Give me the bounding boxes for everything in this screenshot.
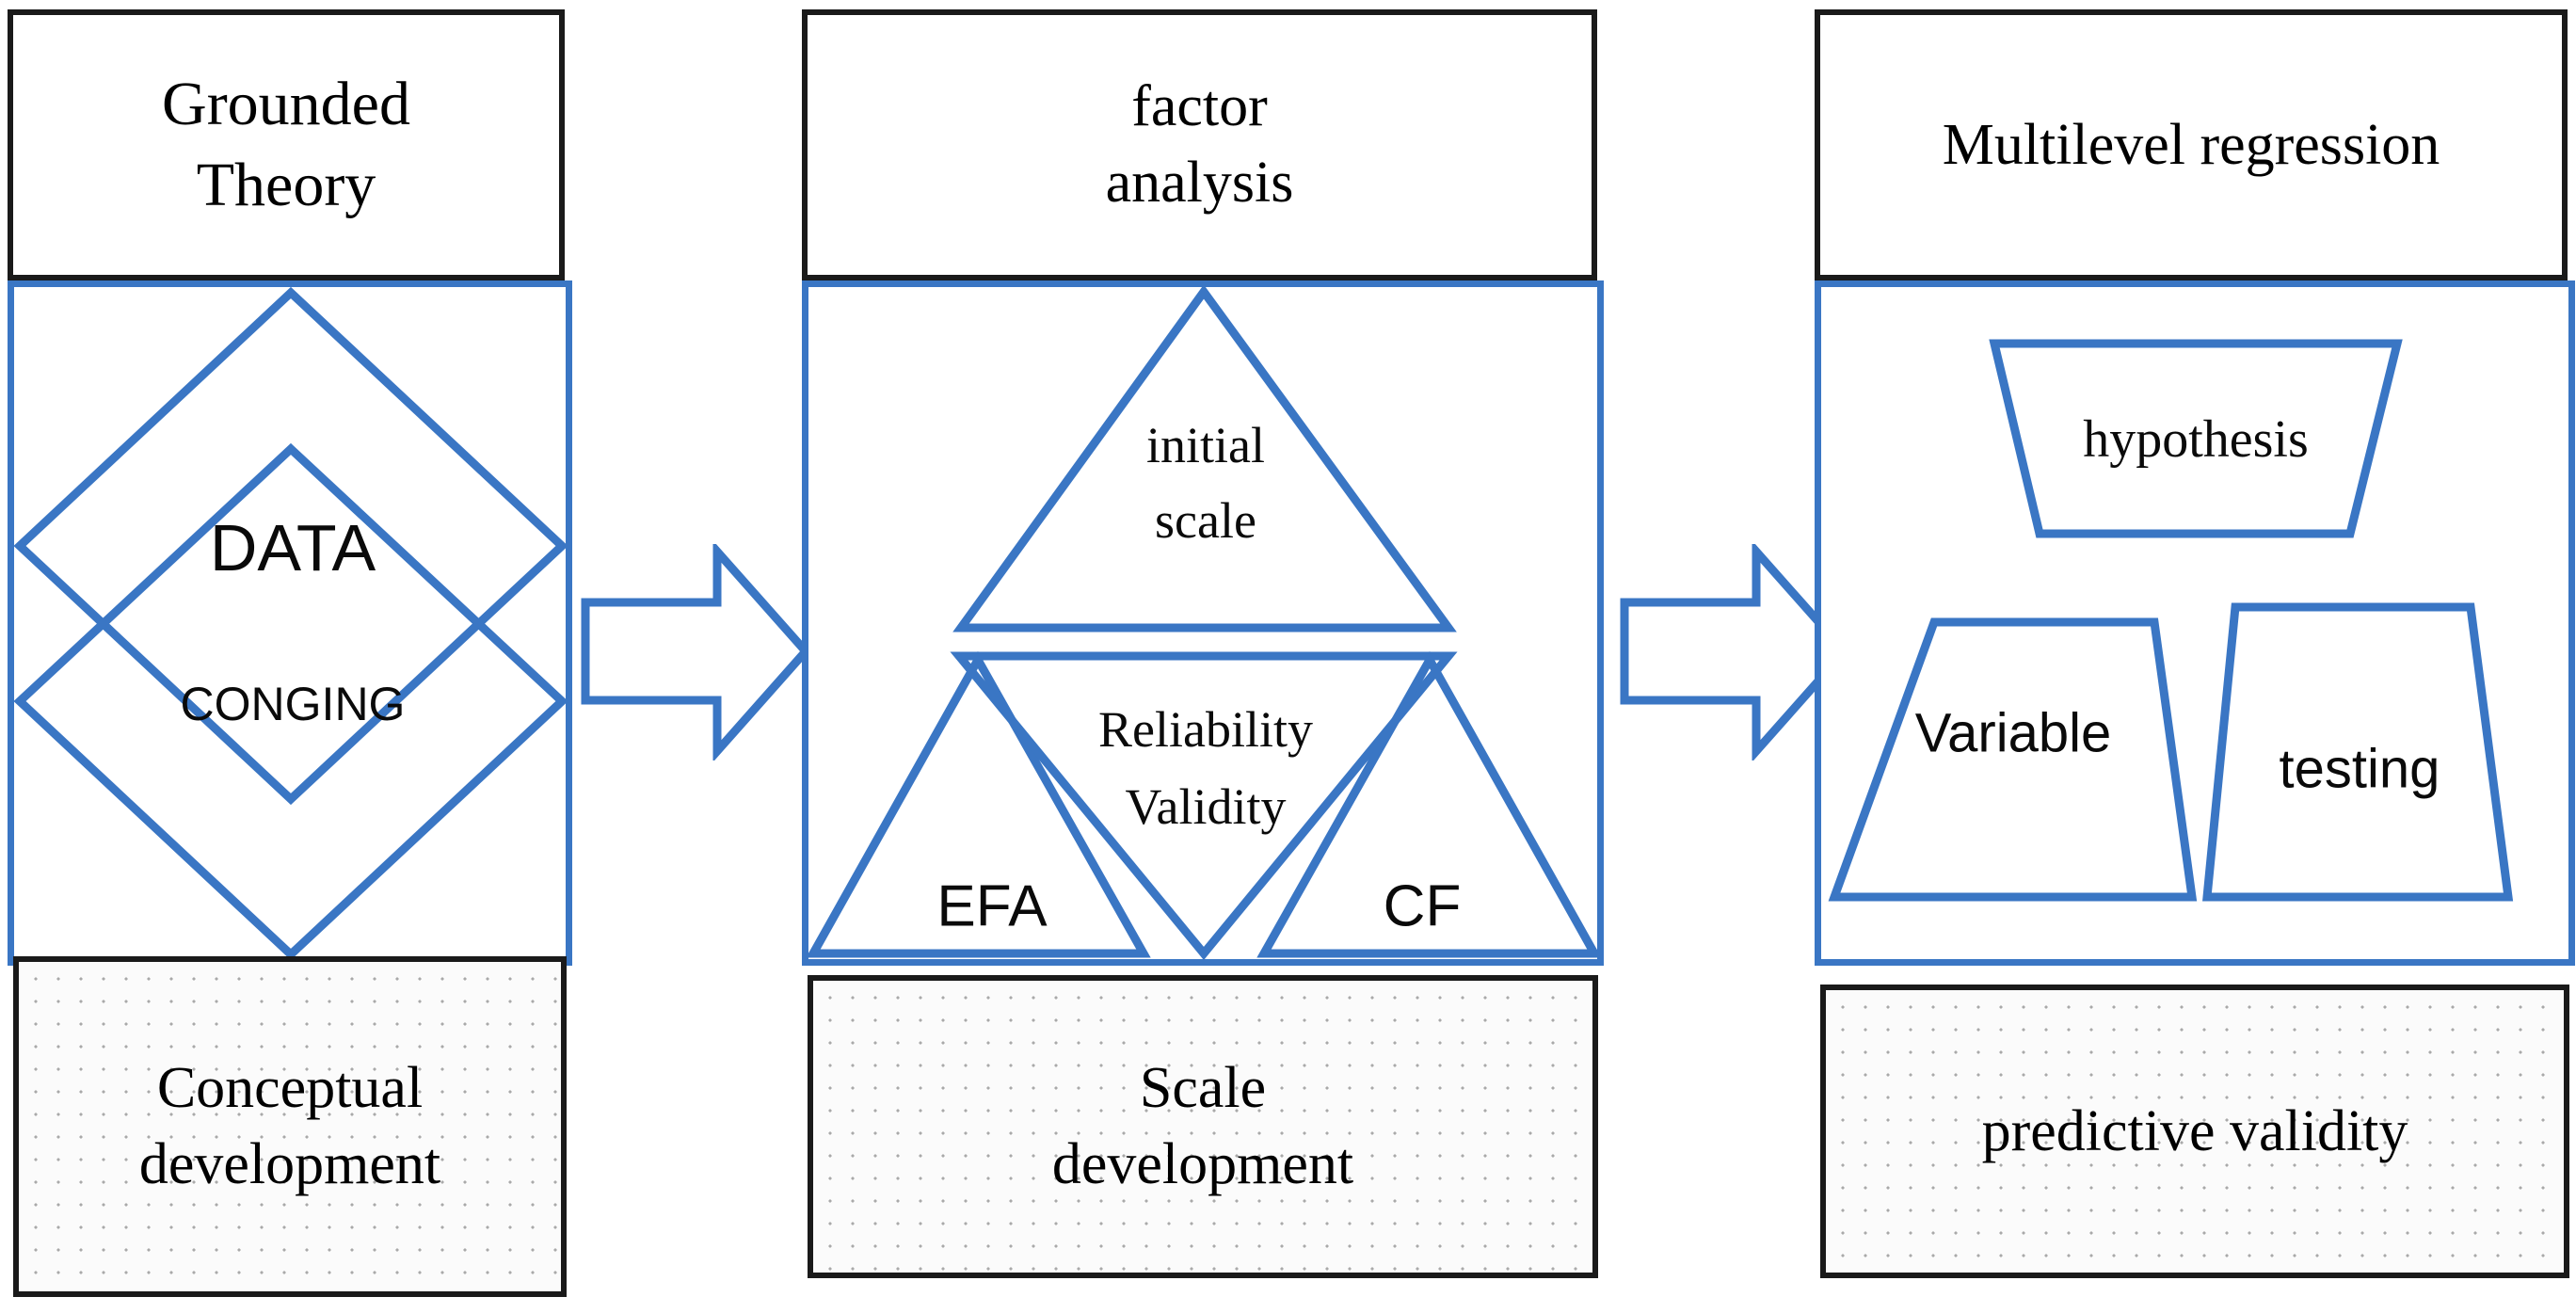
stage1-footer-line-2: development bbox=[138, 1132, 441, 1196]
arrow-right-icon bbox=[1620, 540, 1851, 762]
stage3-header-box: Multilevel regression bbox=[1815, 9, 2568, 280]
initial-scale-triangle bbox=[952, 284, 1457, 632]
stage2-footer-line-1: Scale bbox=[1139, 1056, 1267, 1121]
data-diamond bbox=[13, 286, 568, 806]
stage2-header-box: factor analysis bbox=[802, 9, 1597, 280]
stage3-shape-canvas bbox=[1828, 339, 2514, 902]
arrow-stage2-to-stage3 bbox=[1617, 540, 1852, 762]
stage1-header-box: Grounded Theory bbox=[8, 9, 565, 280]
reliability-label: Reliability bbox=[1098, 701, 1313, 758]
stage2-header-line-1: factor bbox=[1131, 74, 1268, 139]
validity-label: Validity bbox=[1125, 778, 1287, 835]
stage2-shape-canvas bbox=[806, 284, 1602, 961]
variable-trapezoid bbox=[1828, 617, 2198, 902]
cf-triangle bbox=[1256, 650, 1602, 958]
efa-triangle bbox=[806, 650, 1151, 958]
testing-trapezoid-label: testing bbox=[2279, 738, 2440, 800]
stage3-footer-box: predictive validity bbox=[1820, 985, 2569, 1278]
initial-scale-label-line-1: initial bbox=[1146, 417, 1265, 473]
stage3-header-line-1: Multilevel regression bbox=[1942, 112, 2440, 177]
data-diamond-label: DATA bbox=[209, 511, 376, 584]
testing-trapezoid bbox=[2202, 602, 2514, 902]
hypothesis-trapezoid-label: hypothesis bbox=[2083, 410, 2309, 469]
stage2-body-box: initial scale Reliability Validity EFA C… bbox=[802, 280, 1604, 966]
conging-diamond-label: CONGING bbox=[180, 678, 406, 730]
conging-diamond bbox=[13, 442, 568, 961]
stage2-footer-line-2: development bbox=[1051, 1132, 1354, 1196]
efa-triangle-label: EFA bbox=[936, 873, 1048, 939]
reliability-validity-triangle bbox=[950, 651, 1458, 961]
stage2-header-line-2: analysis bbox=[1105, 151, 1294, 215]
initial-scale-label-line-2: scale bbox=[1155, 492, 1256, 549]
arrow-stage1-to-stage2 bbox=[578, 540, 813, 762]
stage3-footer-line-1: predictive validity bbox=[1981, 1098, 2408, 1163]
stage1-body-box: DATA CONGING bbox=[8, 280, 572, 966]
variable-trapezoid-label: Variable bbox=[1914, 702, 2112, 764]
stage3-body-box: hypothesis Variable testing bbox=[1815, 280, 2575, 966]
cf-triangle-label: CF bbox=[1383, 873, 1462, 939]
stage1-footer-box: Conceptual development bbox=[13, 956, 567, 1297]
stage1-header-line-1: Grounded bbox=[162, 70, 410, 139]
stage1-footer-line-1: Conceptual bbox=[156, 1056, 424, 1121]
hypothesis-trapezoid bbox=[1989, 339, 2403, 538]
arrow-right-icon bbox=[581, 540, 812, 762]
stage2-footer-box: Scale development bbox=[808, 975, 1598, 1278]
stage1-header-line-2: Theory bbox=[196, 151, 376, 219]
stage1-shape-canvas bbox=[13, 286, 568, 961]
